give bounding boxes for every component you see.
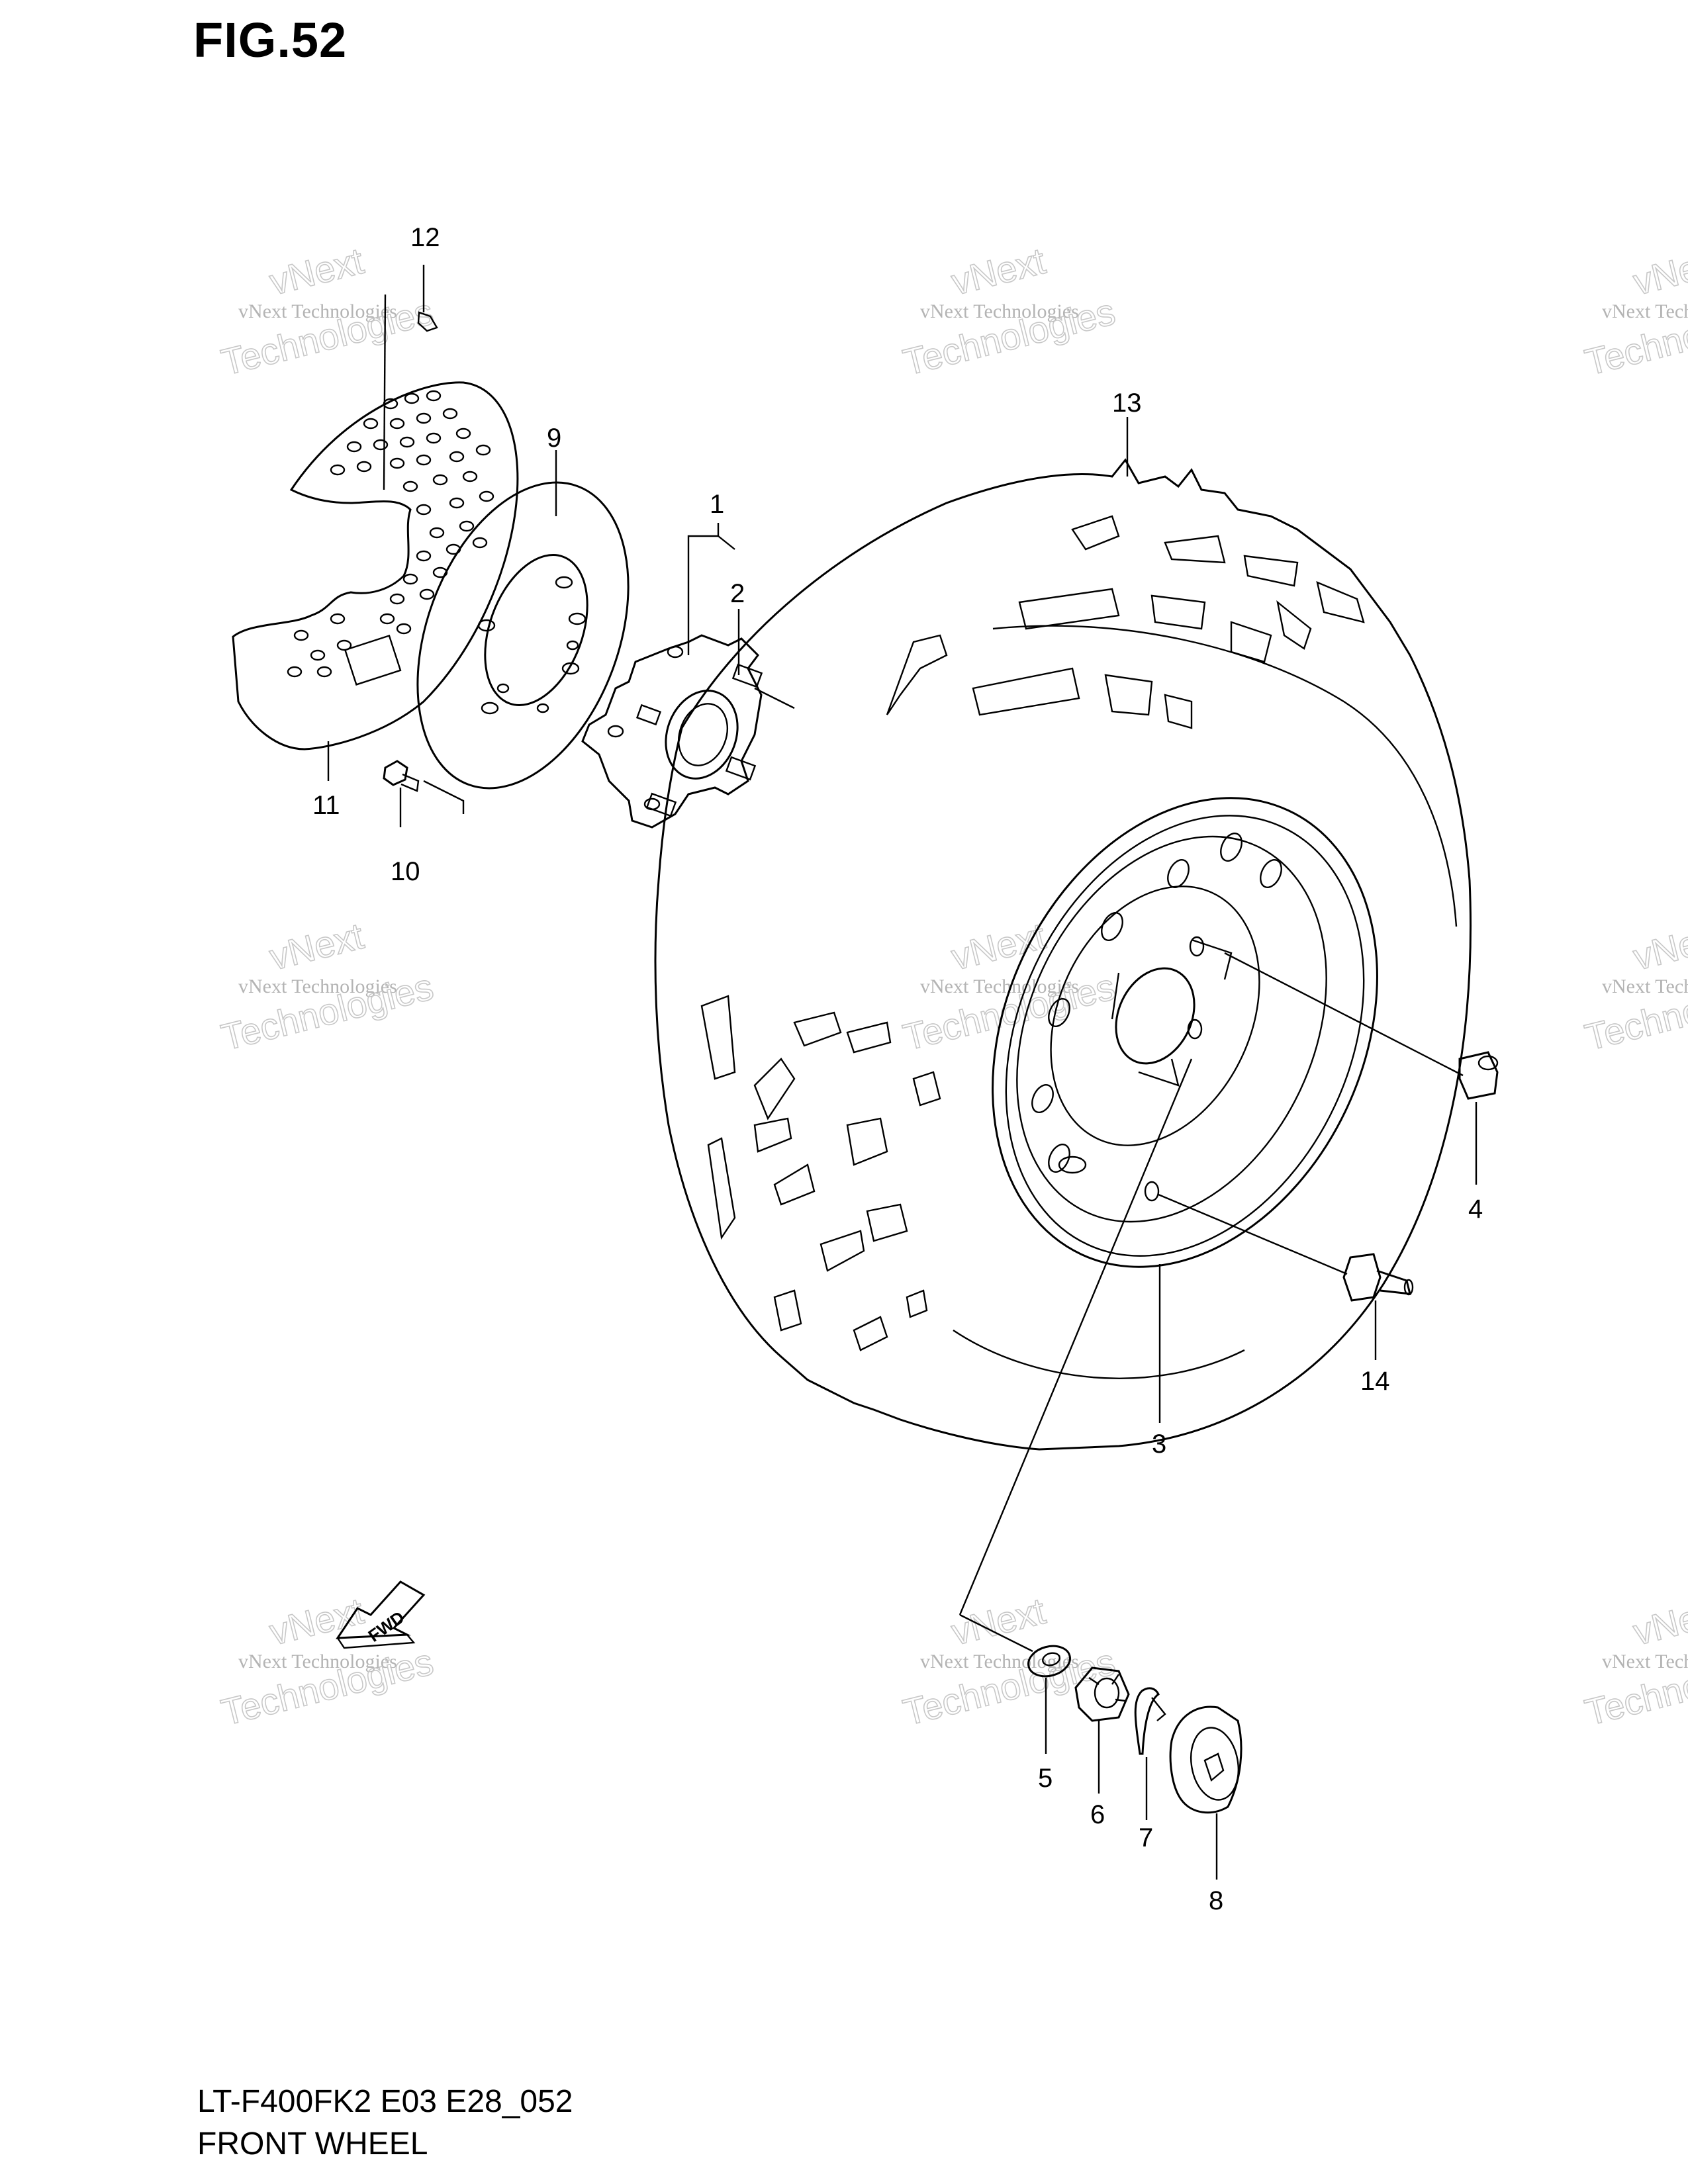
- callout-14: 14: [1360, 1367, 1390, 1396]
- watermark-vnext: vNext: [947, 1590, 1050, 1653]
- watermark-text: vNext Technologies: [238, 300, 397, 322]
- watermark-text: vNext Technologies: [920, 976, 1079, 997]
- callout-numbers: 12 9 1 2 13 11 10 4 14 3 5 6 7 8: [312, 223, 1483, 1915]
- section-title: FRONT WHEEL: [197, 2126, 428, 2161]
- callout-13: 13: [1112, 388, 1142, 418]
- callout-9: 9: [547, 424, 561, 453]
- callout-8: 8: [1209, 1886, 1223, 1915]
- watermark-text: vNext Technologies: [1602, 976, 1688, 997]
- leader-lines: [327, 265, 1477, 1880]
- watermark-text: vNext Technologies: [1602, 1651, 1688, 1672]
- tire-tread: [700, 515, 1365, 1351]
- callout-6: 6: [1090, 1800, 1105, 1829]
- watermark-vnext: vNext: [1629, 240, 1688, 303]
- watermark-text: vNext Technologies: [920, 1651, 1079, 1672]
- watermark-group: vNext vNext Technologies Technologies vN…: [216, 239, 1688, 1734]
- watermark-text: vNext Technologies: [920, 300, 1079, 322]
- callout-10: 10: [391, 857, 420, 886]
- watermark-vnext: vNext: [265, 915, 368, 978]
- leader-4: [1224, 952, 1464, 1077]
- fwd-label: FWD: [365, 1607, 408, 1646]
- leader-1: [687, 523, 720, 655]
- callout-7: 7: [1139, 1823, 1153, 1852]
- watermark: vNext vNext Technologies Technologies: [1580, 1589, 1688, 1734]
- watermark: vNext vNext Technologies Technologies: [898, 1589, 1119, 1734]
- hub-cap: [1169, 1706, 1243, 1814]
- watermark: vNext vNext Technologies Technologies: [216, 1589, 438, 1734]
- washer: [1027, 1645, 1071, 1678]
- leader-5: [959, 1058, 1193, 1653]
- callout-1: 1: [710, 490, 724, 519]
- wheel-rim: [992, 797, 1378, 1268]
- watermark: vNext vNext Technologies Technologies: [216, 914, 438, 1059]
- model-code: LT-F400FK2 E03 E28_052: [197, 2084, 573, 2119]
- watermark: vNext vNext Technologies Technologies: [1580, 239, 1688, 384]
- callout-2: 2: [730, 579, 745, 608]
- tire: [654, 458, 1472, 1451]
- tire-valve: [1342, 1253, 1414, 1302]
- figure-title: FIG.52: [193, 13, 348, 68]
- wheel-hub: [581, 634, 763, 829]
- callout-4: 4: [1468, 1195, 1483, 1224]
- wheel-nut: [1458, 1051, 1499, 1100]
- watermark-vnext: vNext: [265, 240, 368, 303]
- watermark-text: vNext Technologies: [1602, 300, 1688, 322]
- rim-holes: [1031, 833, 1282, 1174]
- leader-14: [1158, 1193, 1348, 1275]
- watermark-vnext: vNext: [1629, 915, 1688, 978]
- leader-10: [399, 780, 465, 827]
- cotter-pin: [1134, 1687, 1166, 1755]
- cover-holes: [287, 390, 494, 678]
- watermark: vNext vNext Technologies Technologies: [898, 239, 1119, 384]
- brake-disc: [416, 481, 630, 790]
- castle-nut: [1074, 1666, 1130, 1722]
- leader-1b: [718, 535, 735, 550]
- leader-hub-tire: [754, 687, 795, 709]
- watermark: vNext vNext Technologies Technologies: [1580, 914, 1688, 1059]
- watermark-vnext: vNext: [1629, 1590, 1688, 1653]
- disc-bolt: [383, 760, 420, 792]
- callout-11: 11: [312, 791, 340, 820]
- cover-clip: [417, 311, 438, 332]
- watermark-vnext: vNext: [265, 1590, 368, 1653]
- watermark-vnext: vNext: [947, 240, 1050, 303]
- watermark-text: vNext Technologies: [238, 1651, 397, 1672]
- watermark-text: vNext Technologies: [238, 976, 397, 997]
- watermark: vNext vNext Technologies Technologies: [898, 914, 1119, 1059]
- callout-12: 12: [410, 223, 440, 252]
- brake-disc-cover: [232, 381, 519, 751]
- leader-11-bracket: [383, 294, 387, 490]
- callout-3: 3: [1152, 1430, 1166, 1459]
- watermark: vNext vNext Technologies Technologies: [216, 239, 438, 384]
- forward-arrow-icon: FWD: [336, 1580, 426, 1649]
- callout-5: 5: [1038, 1764, 1053, 1793]
